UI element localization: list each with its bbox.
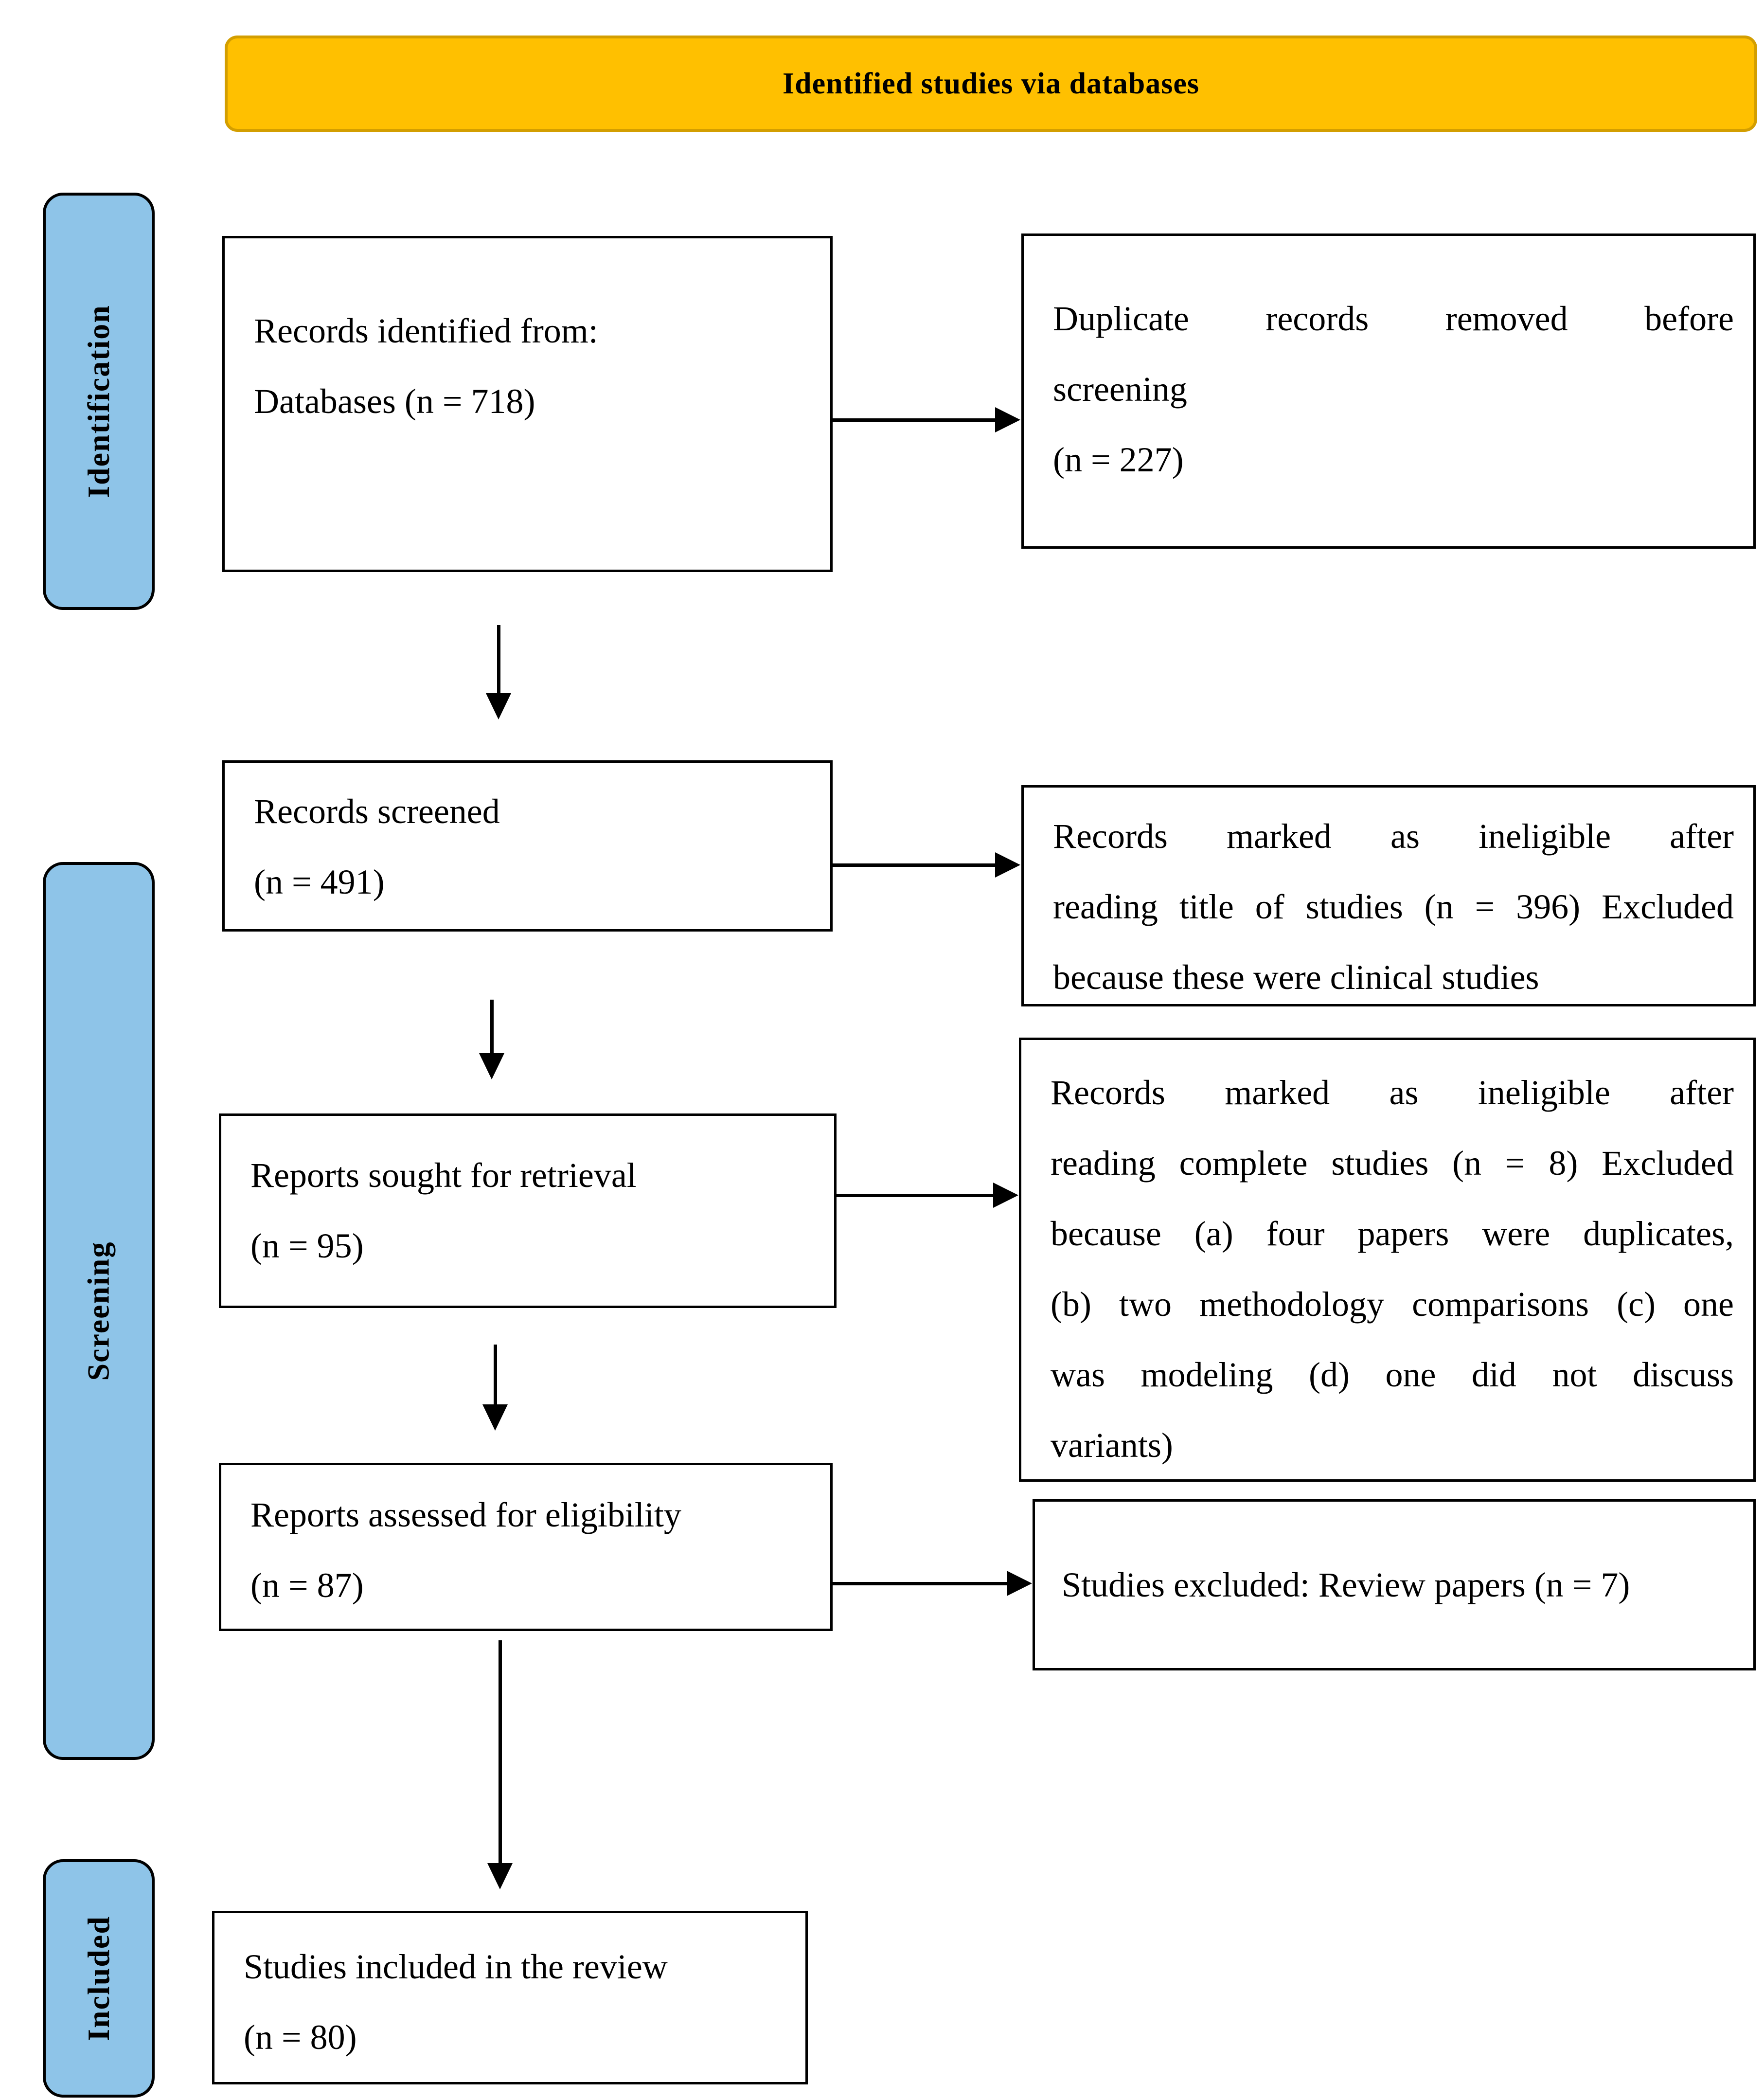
box-duplicates-removed-line3: (n = 227) xyxy=(1053,440,1184,479)
box-ineligible-fulltext-line3: because (a) four papers were duplicates, xyxy=(1051,1214,1734,1253)
box-records-identified: Records identified from: Databases (n = … xyxy=(222,236,833,572)
box-ineligible-fulltext-line4: (b) two methodology comparisons (c) one xyxy=(1051,1285,1734,1324)
stage-identification: Identification xyxy=(43,193,155,610)
box-records-screened: Records screened (n = 491) xyxy=(222,760,833,932)
arrow-sought-to-assessed-shaft xyxy=(494,1345,497,1405)
arrow-assessed-to-excluded-shaft xyxy=(833,1582,1008,1585)
box-ineligible-title-line3: because these were clinical studies xyxy=(1053,958,1539,997)
arrow-screened-to-sought-head xyxy=(479,1053,504,1079)
box-studies-included-line2: (n = 80) xyxy=(244,2018,357,2057)
arrow-screened-to-ineligible-title-head xyxy=(995,852,1020,878)
arrow-identified-to-duplicates-head xyxy=(995,407,1020,432)
arrow-identified-to-screened-head xyxy=(486,693,511,719)
box-studies-included: Studies included in the review (n = 80) xyxy=(212,1911,808,2084)
box-duplicates-removed-line1: Duplicate records removed before xyxy=(1053,299,1734,338)
box-studies-excluded: Studies excluded: Review papers (n = 7) xyxy=(1033,1499,1756,1670)
box-ineligible-title-line1: Records marked as ineligible after xyxy=(1053,817,1734,856)
arrow-assessed-to-included-head xyxy=(487,1863,513,1889)
box-studies-excluded-line1: Studies excluded: Review papers (n = 7) xyxy=(1062,1565,1630,1604)
arrow-screened-to-ineligible-title-shaft xyxy=(833,863,996,867)
stage-included: Included xyxy=(43,1859,155,2098)
box-reports-sought-line1: Reports sought for retrieval xyxy=(250,1156,637,1195)
box-records-screened-line1: Records screened xyxy=(254,792,500,831)
box-ineligible-fulltext-line1: Records marked as ineligible after xyxy=(1051,1073,1734,1112)
box-reports-assessed-line2: (n = 87) xyxy=(250,1566,364,1605)
arrow-assessed-to-included-shaft xyxy=(499,1640,502,1864)
box-ineligible-title-line2: reading title of studies (n = 396) Exclu… xyxy=(1053,887,1734,926)
stage-screening: Screening xyxy=(43,862,155,1760)
arrow-sought-to-ineligible-fulltext-head xyxy=(993,1183,1018,1208)
box-records-screened-line2: (n = 491) xyxy=(254,862,385,901)
stage-screening-label: Screening xyxy=(81,1241,116,1381)
box-reports-sought: Reports sought for retrieval (n = 95) xyxy=(219,1113,837,1308)
box-ineligible-fulltext: Records marked as ineligible after readi… xyxy=(1019,1038,1756,1482)
box-studies-included-line1: Studies included in the review xyxy=(244,1947,668,1986)
box-ineligible-title: Records marked as ineligible after readi… xyxy=(1021,785,1756,1006)
box-ineligible-fulltext-line5: was modeling (d) one did not discuss xyxy=(1051,1355,1734,1394)
box-duplicates-removed: Duplicate records removed before screeni… xyxy=(1021,233,1756,549)
stage-identification-label: Identification xyxy=(81,305,116,498)
box-duplicates-removed-line2: screening xyxy=(1053,370,1187,409)
arrow-identified-to-duplicates-shaft xyxy=(833,418,996,422)
stage-included-label: Included xyxy=(81,1916,116,2041)
arrow-sought-to-assessed-head xyxy=(482,1404,508,1431)
box-reports-assessed-line1: Reports assessed for eligibility xyxy=(250,1495,681,1534)
box-ineligible-fulltext-line6: variants) xyxy=(1051,1426,1173,1465)
box-records-identified-line2: Databases (n = 718) xyxy=(254,382,535,421)
arrow-identified-to-screened-shaft xyxy=(497,625,500,694)
title-banner: Identified studies via databases xyxy=(225,36,1757,132)
box-ineligible-fulltext-line2: reading complete studies (n = 8) Exclude… xyxy=(1051,1144,1734,1183)
title-banner-label: Identified studies via databases xyxy=(782,67,1200,100)
arrow-assessed-to-excluded-head xyxy=(1007,1571,1032,1596)
arrow-sought-to-ineligible-fulltext-shaft xyxy=(836,1194,995,1197)
box-reports-assessed: Reports assessed for eligibility (n = 87… xyxy=(219,1463,833,1631)
box-records-identified-line1: Records identified from: xyxy=(254,311,598,350)
arrow-screened-to-sought-shaft xyxy=(490,1000,494,1054)
box-reports-sought-line2: (n = 95) xyxy=(250,1226,364,1265)
